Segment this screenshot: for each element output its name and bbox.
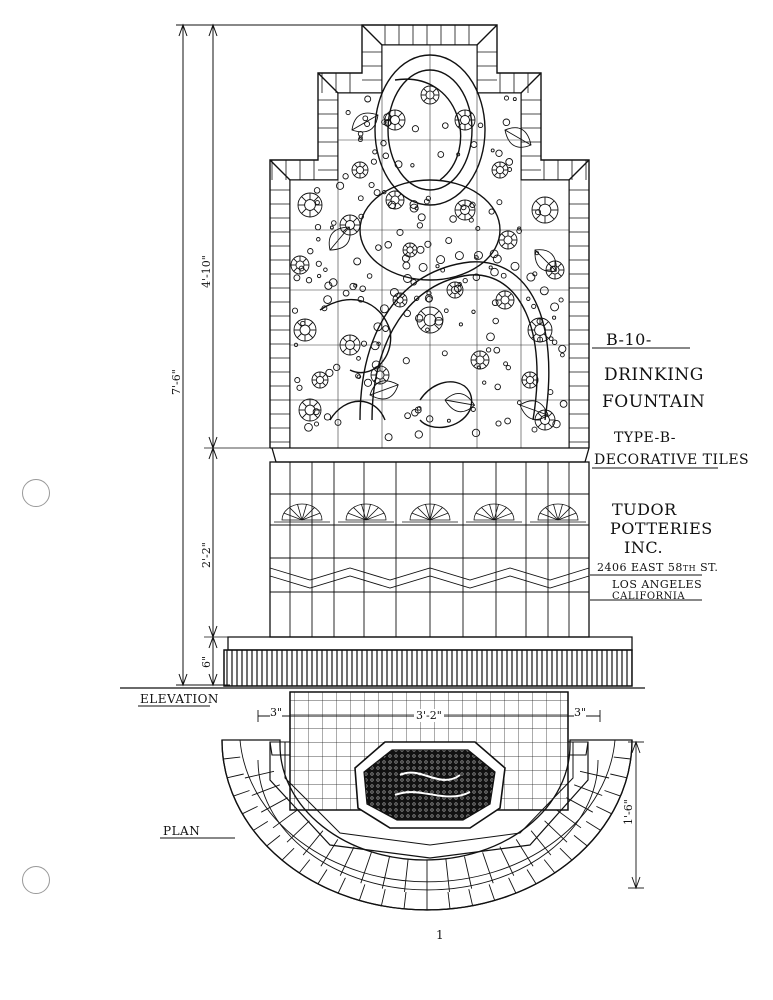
dim-plan-width: 3'-2" (414, 709, 444, 722)
binder-hole-top (22, 479, 50, 507)
title-line-1: DRINKING (604, 365, 704, 385)
type-label: TYPE-B- (614, 430, 676, 446)
plan-view (221, 691, 633, 911)
company-line-1: TUDOR (612, 500, 677, 519)
title-line-2: FOUNTAIN (602, 392, 706, 412)
company-line-3: INC. (624, 538, 664, 557)
dim-plan-left: 3" (270, 706, 283, 719)
decorative-tile-panel (289, 44, 570, 449)
elevation-plinth (120, 636, 645, 689)
sheet-number: B-10- (606, 330, 652, 349)
elevation-label: ELEVATION (140, 692, 219, 706)
title-underlines (138, 347, 718, 839)
elevation-dimension-lines (176, 23, 362, 687)
address-line-2: LOS ANGELES (612, 578, 703, 591)
address-line-3: CALIFORNIA (612, 591, 686, 602)
frame-tile-ticks (270, 25, 589, 443)
plan-label: PLAN (163, 824, 201, 838)
page-mark: 1 (436, 928, 445, 942)
company-line-2: POTTERIES (610, 519, 713, 538)
dim-plinth-height: 6" (200, 655, 213, 668)
binder-hole-bottom (22, 866, 50, 894)
elevation-base (269, 447, 590, 638)
address-line-1: 2406 EAST 58th ST. (597, 561, 719, 574)
dim-panel-height: 4'-10" (200, 255, 213, 288)
dim-plan-depth: 1'-6" (622, 799, 635, 825)
dim-base-height: 2'-2" (200, 542, 213, 568)
dim-overall-height: 7'-6" (170, 369, 183, 395)
subtitle: DECORATIVE TILES (594, 452, 750, 468)
dim-plan-right: 3" (574, 706, 587, 719)
